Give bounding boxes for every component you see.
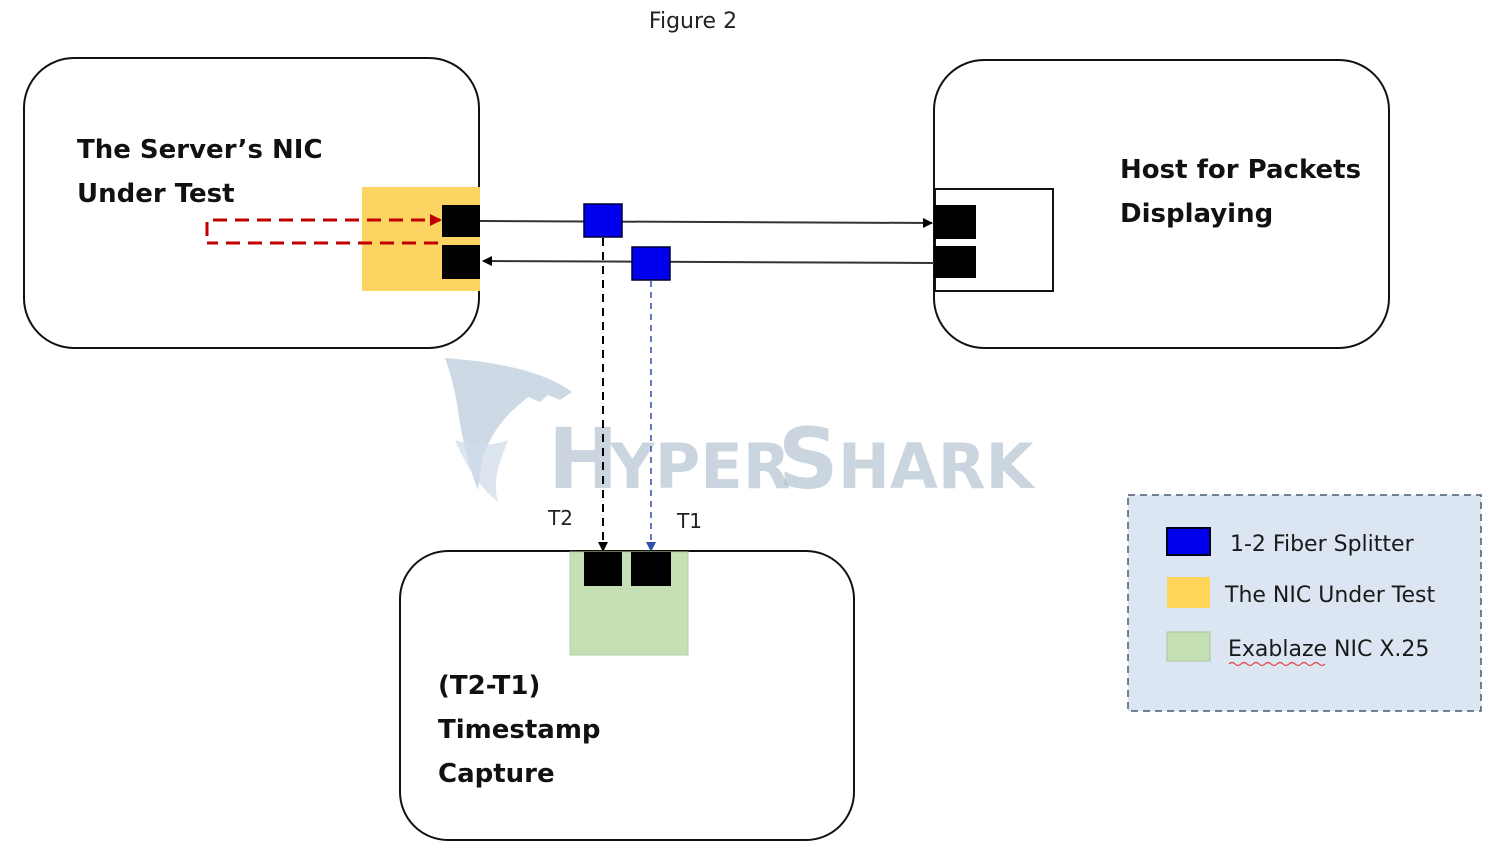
loopback-arrow — [205, 220, 440, 245]
server-nic-box: The Server’s NIC Under Test — [23, 57, 480, 349]
fiber-link-server-to-host — [479, 217, 933, 228]
capture-label-line3: Capture — [438, 759, 555, 789]
watermark-letter-s: S — [778, 410, 839, 508]
figure-title: Figure 2 — [649, 9, 737, 34]
exablaze-nic-swatch — [1166, 631, 1211, 662]
fiber-splitter-1 — [583, 203, 623, 238]
capture-port-t2 — [584, 552, 622, 586]
legend-item-fiber-splitter: 1-2 Fiber Splitter — [1166, 527, 1415, 557]
watermark-letter-h: H — [548, 410, 618, 508]
host-label-line1: Host for Packets — [1120, 155, 1361, 185]
server-label-line2: Under Test — [77, 179, 235, 209]
fiber-splitter-2 — [631, 246, 671, 281]
host-tx-port — [934, 246, 976, 278]
legend-label: Exablaze NIC X.25 — [1228, 637, 1429, 662]
hypershark-watermark: H YPER S HARK — [445, 358, 1036, 508]
watermark-text-yper: YPER — [609, 430, 790, 503]
fiber-splitter-swatch — [1166, 527, 1211, 556]
capture-port-t1 — [631, 552, 671, 586]
legend-item-nic-under-test: The NIC Under Test — [1167, 577, 1435, 608]
legend-label: 1-2 Fiber Splitter — [1230, 532, 1415, 557]
legend-item-exablaze-nic: Exablaze NIC X.25 — [1166, 631, 1429, 667]
timestamp-capture-box: (T2-T1) Timestamp Capture — [399, 550, 855, 841]
nic-under-test-swatch — [1167, 577, 1210, 608]
legend-label: The NIC Under Test — [1224, 583, 1435, 608]
capture-label-line2: Timestamp — [438, 715, 601, 745]
t1-label: T1 — [676, 509, 702, 533]
shark-tail-icon — [455, 440, 508, 502]
host-box: Host for Packets Displaying — [933, 59, 1390, 349]
watermark-text-hark: HARK — [838, 430, 1036, 503]
t2-label: T2 — [547, 506, 573, 530]
legend: 1-2 Fiber Splitter The NIC Under Test Ex… — [1127, 494, 1482, 712]
fiber-link-host-to-server — [482, 256, 935, 267]
spellcheck-underline — [1228, 661, 1326, 667]
capture-label-line1: (T2-T1) — [438, 671, 540, 701]
server-tx-port — [442, 205, 480, 237]
host-rx-port — [934, 205, 976, 239]
host-label-line2: Displaying — [1120, 199, 1273, 229]
server-rx-port — [442, 245, 480, 279]
server-label-line1: The Server’s NIC — [77, 135, 323, 165]
